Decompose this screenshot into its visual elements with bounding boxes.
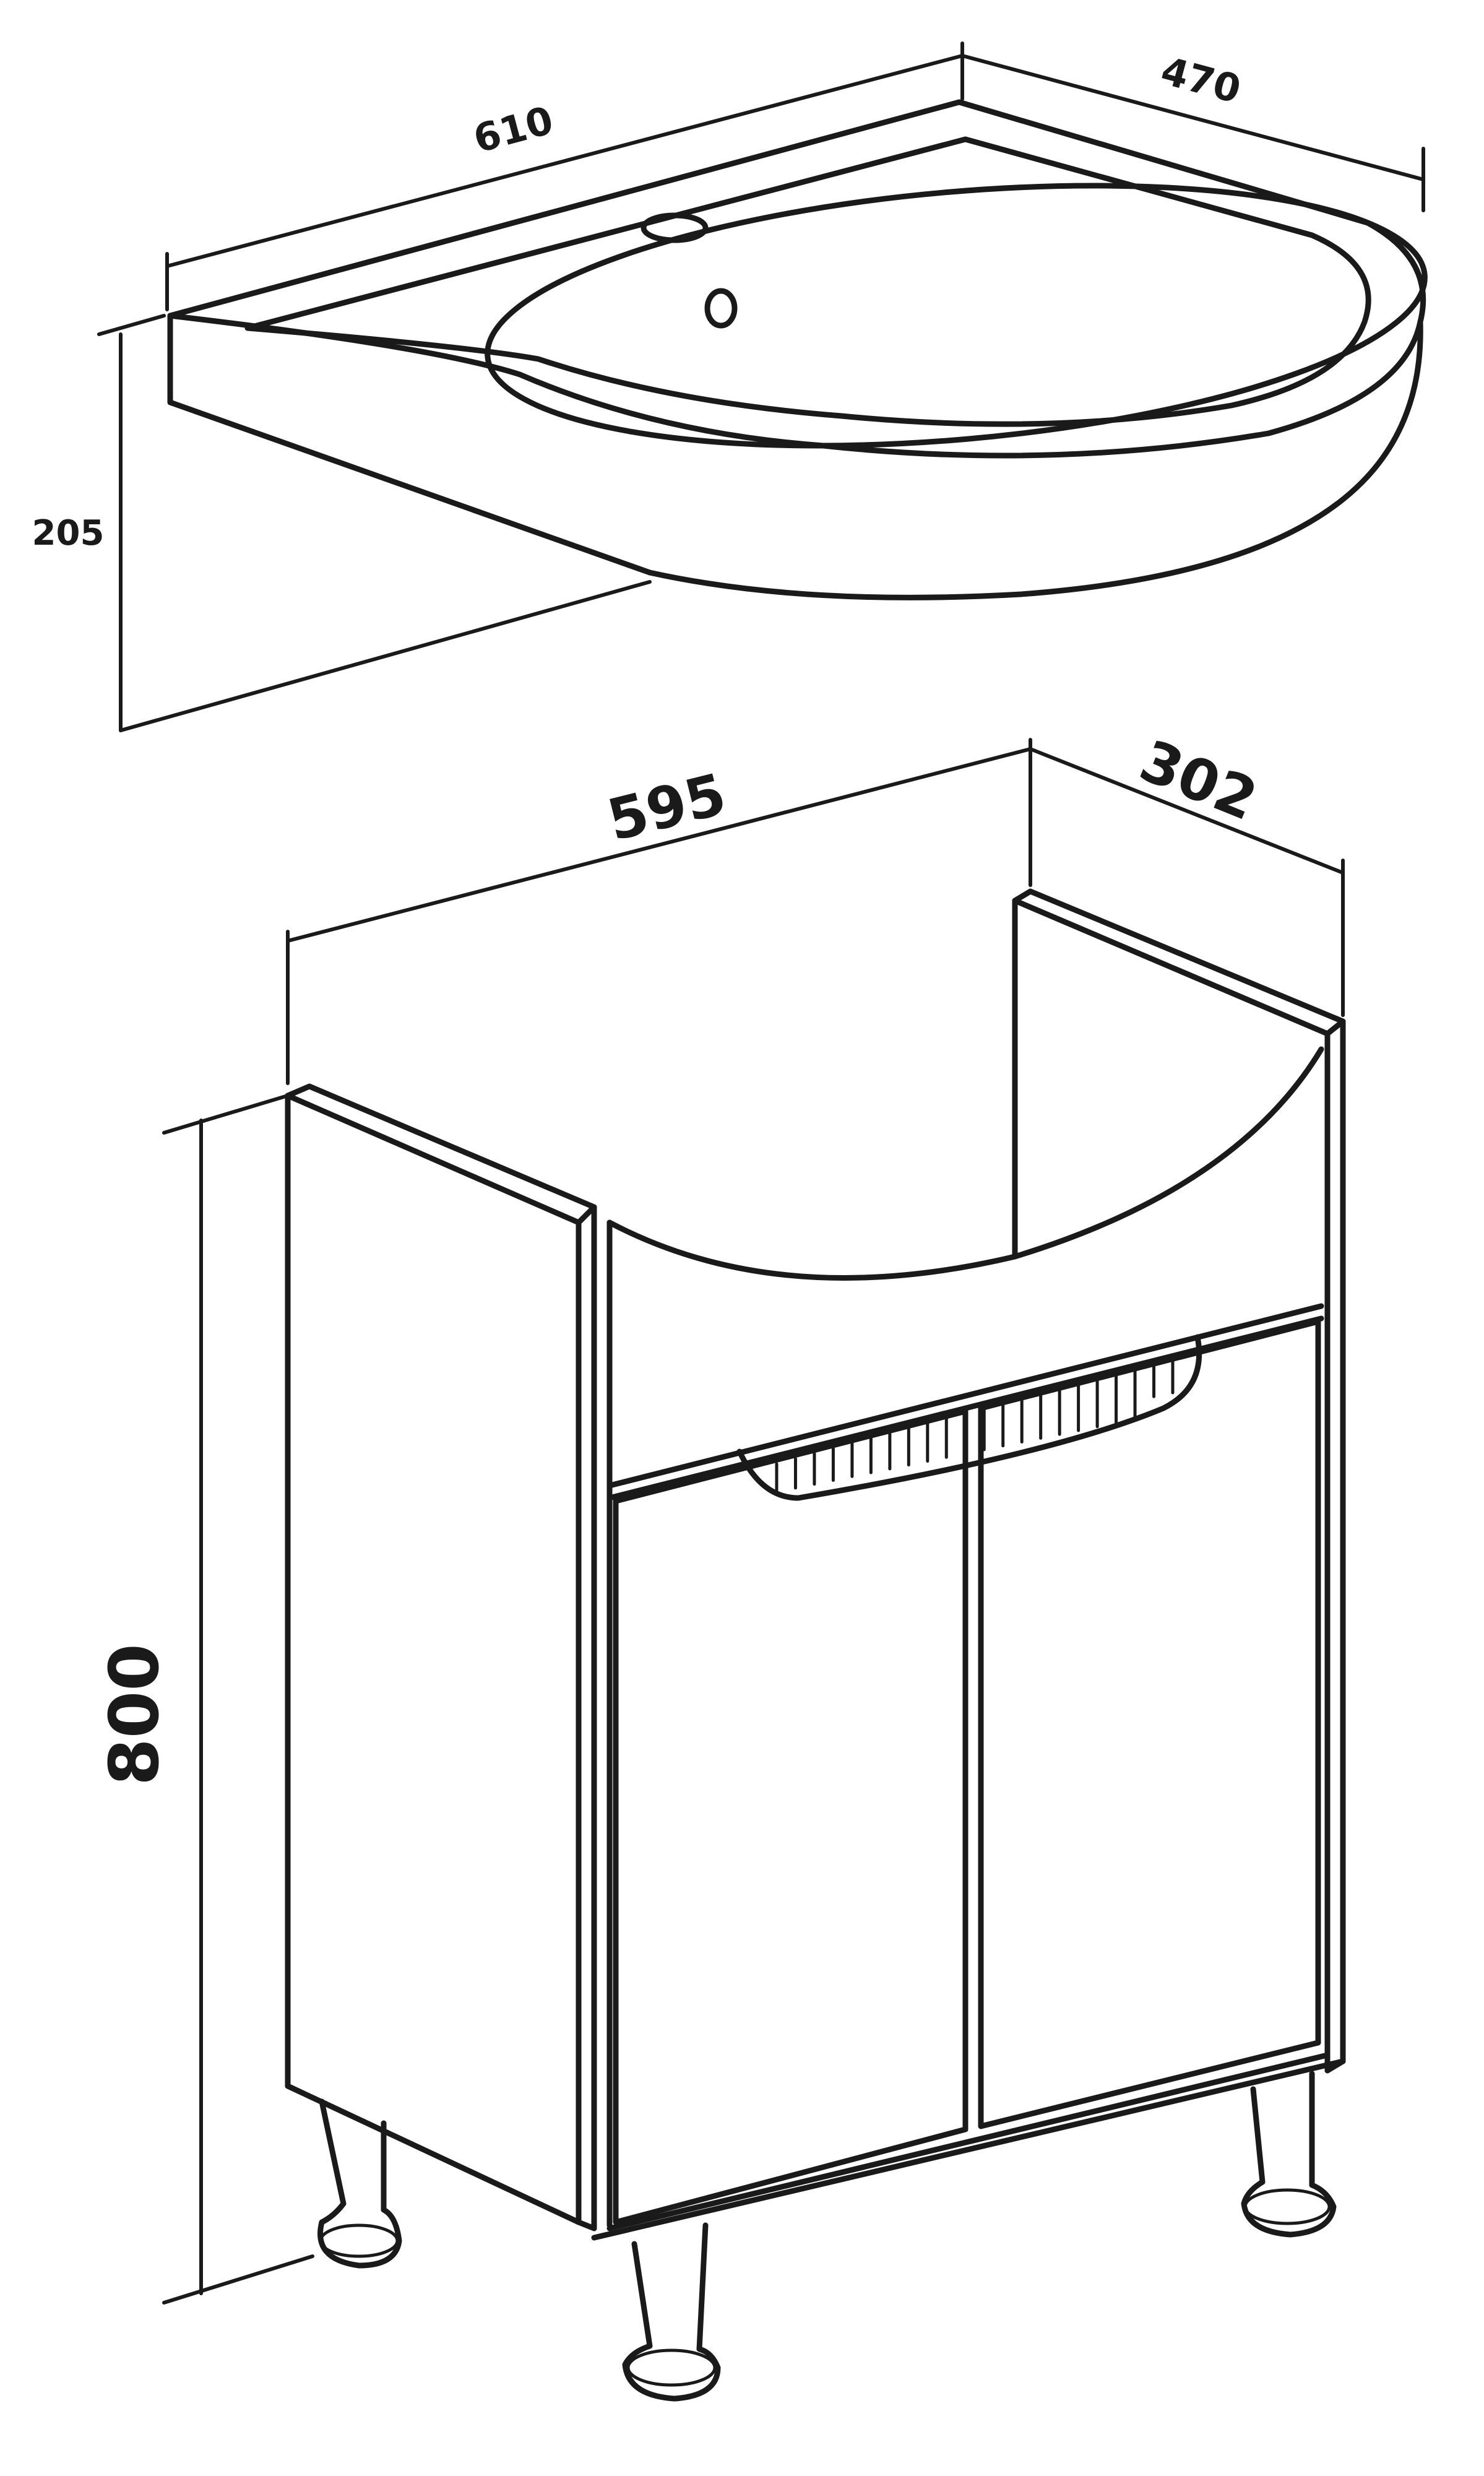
cabinet-dimensions: 595 302 800 (95, 727, 1345, 2305)
vanity-cabinet (285, 888, 1346, 2402)
cabinet-width-dim-line (286, 747, 1032, 943)
leg-left-back (317, 2098, 402, 2269)
cabinet-depth-dim-line (1029, 747, 1345, 875)
basin-front-face (167, 313, 653, 576)
leg-right-front (1241, 2071, 1337, 2238)
plinth-top (606, 2052, 1331, 2231)
basin-height-label: 205 (32, 513, 105, 553)
basin-bowl (485, 183, 1428, 449)
right-side-panel (1012, 888, 1346, 1037)
faucet-hole (641, 212, 709, 243)
left-side-panel (285, 1093, 582, 2225)
handle-grip-ribs (775, 1354, 1175, 1494)
handle-grip (736, 1334, 1202, 1501)
cabinet-height-extension-top (162, 1094, 290, 1135)
washbasin (167, 99, 1428, 600)
basin-height-extension-bottom (119, 580, 652, 732)
basin-depth-label: 470 (1157, 48, 1246, 112)
right-door (978, 1318, 1321, 2129)
left-panel-bottom-edge (576, 2219, 597, 2231)
left-panel-top-edge (285, 1083, 597, 1226)
cabinet-width-label: 595 (601, 761, 732, 854)
basin-dimensions: 610 470 205 (32, 41, 1425, 732)
basin-width-label: 610 (468, 97, 558, 162)
drain-hole (704, 288, 738, 329)
basin-width-dim-line (165, 54, 964, 268)
basin-underside (647, 319, 1423, 600)
basin-depth-dim-line (960, 54, 1425, 181)
back-rail-curve (606, 1046, 1324, 1281)
leg-left-front (622, 2222, 721, 2402)
basin-height-extension-top (97, 314, 166, 336)
left-door (613, 1408, 968, 2225)
plinth-bottom (591, 2058, 1346, 2241)
basin-rim-inner (244, 136, 1371, 427)
drawer-rail-top (606, 1303, 1324, 1489)
cabinet-height-label: 800 (95, 1643, 174, 1786)
cabinet-height-extension-bottom (162, 2254, 314, 2305)
